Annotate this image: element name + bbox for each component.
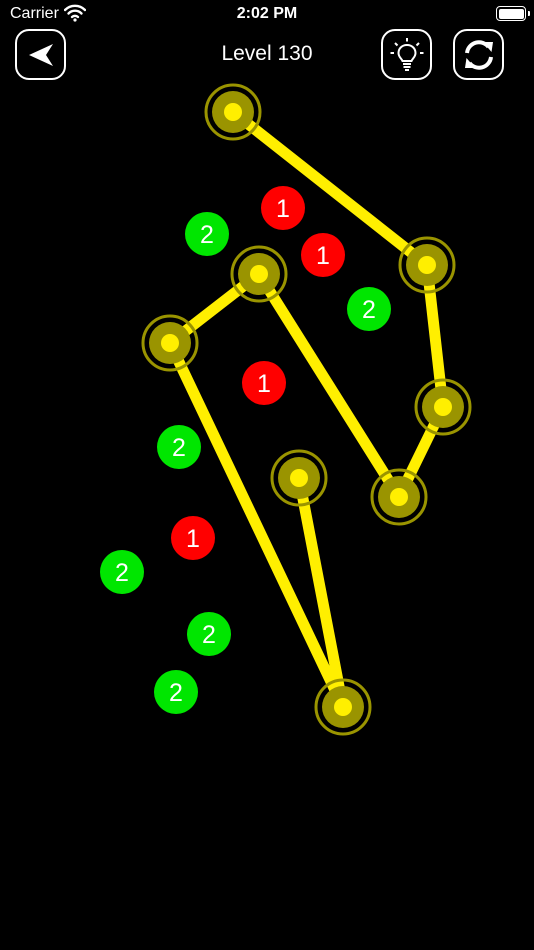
path-node[interactable] xyxy=(230,245,288,303)
red-counter: 1 xyxy=(171,516,215,560)
green-counter: 2 xyxy=(187,612,231,656)
hint-button[interactable] xyxy=(381,29,432,80)
level-title: Level 130 xyxy=(221,42,313,65)
restart-button[interactable] xyxy=(453,29,504,80)
green-counter: 2 xyxy=(154,670,198,714)
status-bar: Carrier 2:02 PM xyxy=(0,0,534,28)
counter-value: 2 xyxy=(362,296,376,324)
clock: 2:02 PM xyxy=(236,5,298,22)
path-node[interactable] xyxy=(370,468,428,526)
path-line xyxy=(164,106,449,713)
carrier-label: Carrier xyxy=(10,5,59,22)
counter-value: 1 xyxy=(276,195,290,223)
green-counter: 2 xyxy=(100,550,144,594)
battery-fill xyxy=(498,8,524,19)
battery-icon xyxy=(496,6,530,21)
counter-value: 2 xyxy=(202,621,216,649)
refresh-arrows-icon xyxy=(464,39,493,70)
counter-value: 2 xyxy=(172,434,186,462)
back-button[interactable] xyxy=(15,29,66,80)
lightbulb-icon xyxy=(390,37,423,71)
path-node[interactable] xyxy=(270,449,328,507)
path-node[interactable] xyxy=(414,378,472,436)
green-counter: 2 xyxy=(185,212,229,256)
counter-value: 1 xyxy=(316,242,330,270)
counter-value: 2 xyxy=(115,559,129,587)
path-node[interactable] xyxy=(141,314,199,372)
counter-value: 1 xyxy=(257,370,271,398)
path-node[interactable] xyxy=(204,83,262,141)
path-node[interactable] xyxy=(398,236,456,294)
wifi-icon xyxy=(64,4,86,22)
red-counter: 1 xyxy=(242,361,286,405)
counter-value: 1 xyxy=(186,525,200,553)
green-counter: 2 xyxy=(347,287,391,331)
counter-value: 2 xyxy=(200,221,214,249)
red-counter: 1 xyxy=(301,233,345,277)
green-counter: 2 xyxy=(157,425,201,469)
navigation-arrow-icon xyxy=(28,43,53,66)
red-counter: 1 xyxy=(261,186,305,230)
counter-value: 2 xyxy=(169,679,183,707)
path-node[interactable] xyxy=(314,678,372,736)
